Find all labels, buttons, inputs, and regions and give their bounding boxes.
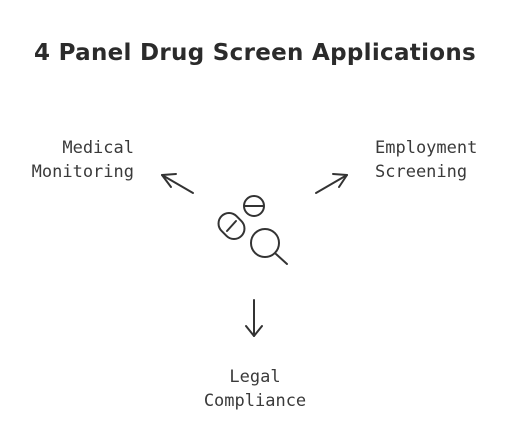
node-employment-screening: Employment Screening	[375, 136, 505, 184]
node-medical-monitoring: Medical Monitoring	[22, 136, 134, 184]
tablet-icon	[243, 195, 265, 217]
arrow-to-employment	[315, 173, 348, 194]
node-legal-line2: Compliance	[203, 391, 307, 411]
diagram-title: 4 Panel Drug Screen Applications	[33, 40, 477, 66]
node-employment-line2: Screening	[375, 162, 468, 182]
arrow-to-legal	[245, 299, 263, 337]
arrow-to-medical	[161, 173, 194, 194]
node-legal-line1: Legal	[229, 367, 281, 387]
capsule-icon	[217, 212, 246, 240]
node-medical-line2: Monitoring	[31, 162, 134, 182]
node-legal-compliance: Legal Compliance	[195, 365, 315, 413]
node-employment-line1: Employment	[375, 138, 478, 158]
magnifier-icon	[250, 228, 288, 265]
node-medical-line1: Medical	[62, 138, 134, 158]
pills-magnifier-icon	[217, 195, 288, 265]
